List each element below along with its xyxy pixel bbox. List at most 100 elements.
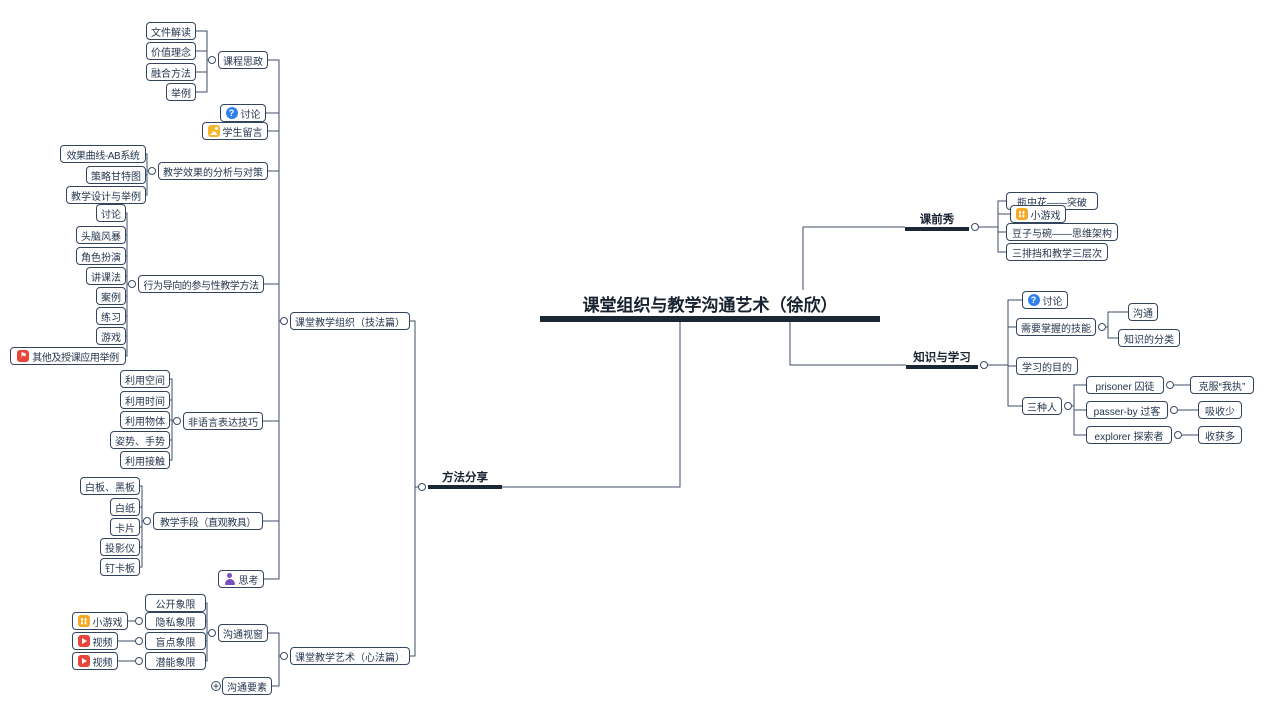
topic-prisoner[interactable]: prisoner 囚徒 [1086, 376, 1164, 394]
topic-juli[interactable]: 举例 [166, 83, 196, 101]
collapse-handle[interactable] [208, 56, 216, 64]
topic-label: 视频 [92, 637, 113, 649]
topic-kecheng-sizheng[interactable]: 课程思政 [218, 51, 268, 69]
collapse-handle[interactable] [173, 417, 181, 425]
topic-xuexi-mudi[interactable]: 学习的目的 [1016, 357, 1078, 375]
collapse-handle[interactable] [135, 637, 143, 645]
expand-handle[interactable] [211, 681, 221, 691]
topic-explorer[interactable]: explorer 探索者 [1086, 426, 1172, 444]
image-icon [207, 125, 220, 137]
topic-feiyuyan-biaoda[interactable]: 非语言表达技巧 [183, 412, 263, 430]
topic-label: 隐私象限 [155, 617, 196, 629]
collapse-handle[interactable] [971, 223, 979, 231]
topic-shipin-2[interactable]: 视频 [72, 652, 118, 670]
topic-kapian[interactable]: 卡片 [110, 518, 140, 536]
topic-youxi[interactable]: 游戏 [96, 327, 126, 345]
topic-juese-banyan[interactable]: 角色扮演 [76, 247, 126, 265]
topic-liyong-wuti[interactable]: 利用物体 [120, 411, 170, 429]
topic-qianneng-xiangxian[interactable]: 潜能象限 [145, 652, 206, 670]
topic-label: 豆子与碗——思维架构 [1012, 228, 1112, 240]
topic-jiaoxue-xiaoguo[interactable]: 教学效果的分析与对策 [158, 162, 268, 180]
topic-shouhuo-duo[interactable]: 收获多 [1198, 426, 1242, 444]
topic-jiaoxue-shouduan[interactable]: 教学手段（直观教具） [153, 512, 263, 530]
topic-xuesheng-liuyan[interactable]: 学生留言 [202, 122, 268, 140]
topic-label: 讨论 [1042, 296, 1063, 308]
collapse-handle[interactable] [208, 629, 216, 637]
topic-label: 盲点象限 [155, 637, 196, 649]
collapse-handle[interactable] [135, 657, 143, 665]
topic-taolun-3[interactable]: 讨论 [1022, 291, 1068, 309]
topic-kefu-wozhi[interactable]: 克服“我执” [1190, 376, 1254, 394]
topic-sanpaidang[interactable]: 三排挡和教学三层次 [1006, 243, 1108, 261]
topic-jiazhi-linian[interactable]: 价值理念 [146, 42, 196, 60]
topic-taolun-2[interactable]: 讨论 [96, 204, 126, 222]
topic-gongkai-xiangxian[interactable]: 公开象限 [145, 594, 206, 612]
topic-sanzhongren[interactable]: 三种人 [1022, 397, 1062, 415]
connector-line [802, 226, 905, 290]
topic-goutong[interactable]: 沟通 [1128, 303, 1158, 321]
topic-zishi-shoushi[interactable]: 姿势、手势 [110, 431, 170, 449]
collapse-handle[interactable] [1064, 402, 1072, 410]
topic-ronghe-fangfa[interactable]: 融合方法 [146, 63, 196, 81]
topic-taolun-1[interactable]: 讨论 [220, 104, 266, 122]
collapse-handle[interactable] [1170, 406, 1178, 414]
collapse-handle[interactable] [1174, 431, 1182, 439]
collapse-handle[interactable] [128, 280, 136, 288]
topic-xinfa-pian[interactable]: 课堂教学艺术（心法篇） [290, 647, 410, 665]
topic-label: 利用接触 [125, 456, 165, 468]
topic-xiaoyouxi-1[interactable]: 小游戏 [72, 612, 128, 630]
topic-douzi-yu-wan[interactable]: 豆子与碗——思维架构 [1006, 223, 1118, 241]
collapse-handle[interactable] [1098, 323, 1106, 331]
topic-xishou-shao[interactable]: 吸收少 [1198, 401, 1242, 419]
collapse-handle[interactable] [143, 517, 151, 525]
topic-label: 教学效果的分析与对策 [163, 167, 263, 179]
topic-goutong-shichuang[interactable]: 沟通视窗 [218, 624, 268, 642]
topic-sikao[interactable]: 思考 [218, 570, 264, 588]
topic-label: passer-by 过客 [1093, 406, 1161, 418]
topic-central[interactable]: 课堂组织与教学沟通艺术（徐欣） [540, 290, 880, 322]
topic-mangdian-xiangxian[interactable]: 盲点象限 [145, 632, 206, 650]
topic-label: 利用物体 [125, 416, 165, 428]
topic-tounao-fengbao[interactable]: 头脑风暴 [76, 226, 126, 244]
topic-liyong-shijian[interactable]: 利用时间 [120, 391, 170, 409]
collapse-handle[interactable] [280, 652, 288, 660]
topic-liyong-jiechu[interactable]: 利用接触 [120, 451, 170, 469]
game-icon [1015, 208, 1028, 220]
topic-passerby[interactable]: passer-by 过客 [1086, 401, 1168, 419]
topic-yinsi-xiangxian[interactable]: 隐私象限 [145, 612, 206, 630]
topic-goutong-yaosu[interactable]: 沟通要素 [222, 677, 272, 695]
topic-jiangke-fa[interactable]: 讲课法 [86, 267, 126, 285]
topic-baiban-heiban[interactable]: 白板、黑板 [80, 477, 140, 495]
topic-xuyao-zhangwo-jineng[interactable]: 需要掌握的技能 [1016, 318, 1096, 336]
topic-celue-gantetu[interactable]: 策略甘特图 [86, 166, 146, 184]
topic-lianxi[interactable]: 练习 [96, 307, 126, 325]
collapse-handle[interactable] [418, 483, 426, 491]
topic-xingwei-daoxiang[interactable]: 行为导向的参与性教学方法 [138, 275, 264, 293]
topic-zhishi-yu-xuexi[interactable]: 知识与学习 [906, 349, 978, 369]
topic-xiaoyouxi-2[interactable]: 小游戏 [1010, 205, 1066, 223]
video-icon [77, 655, 90, 667]
collapse-handle[interactable] [135, 617, 143, 625]
topic-wenjian-jiedu[interactable]: 文件解读 [146, 22, 196, 40]
topic-dingkaban[interactable]: 钉卡板 [100, 558, 140, 576]
topic-liyong-kongjian[interactable]: 利用空间 [120, 370, 170, 388]
topic-zhishi-fenlei[interactable]: 知识的分类 [1118, 329, 1180, 347]
topic-anli[interactable]: 案例 [96, 287, 126, 305]
topic-label: 收获多 [1205, 431, 1235, 443]
topic-qita-juli[interactable]: 其他及授课应用举例 [10, 347, 126, 365]
topic-jiaoxue-sheji[interactable]: 教学设计与举例 [66, 186, 146, 204]
topic-keqianxiu[interactable]: 课前秀 [905, 211, 969, 231]
collapse-handle[interactable] [1166, 381, 1174, 389]
topic-label: 白纸 [115, 503, 135, 515]
topic-fangfa-fenxiang[interactable]: 方法分享 [428, 469, 502, 489]
topic-label: 学习的目的 [1022, 362, 1072, 374]
topic-shipin-1[interactable]: 视频 [72, 632, 118, 650]
collapse-handle[interactable] [280, 317, 288, 325]
topic-jifa-pian[interactable]: 课堂教学组织（技法篇） [290, 312, 410, 330]
collapse-handle[interactable] [148, 167, 156, 175]
collapse-handle[interactable] [980, 361, 988, 369]
topic-touyingyi[interactable]: 投影仪 [100, 538, 140, 556]
topic-baizhi[interactable]: 白纸 [110, 498, 140, 516]
topic-xiaoguo-quxian[interactable]: 效果曲线-AB系统 [60, 145, 146, 163]
